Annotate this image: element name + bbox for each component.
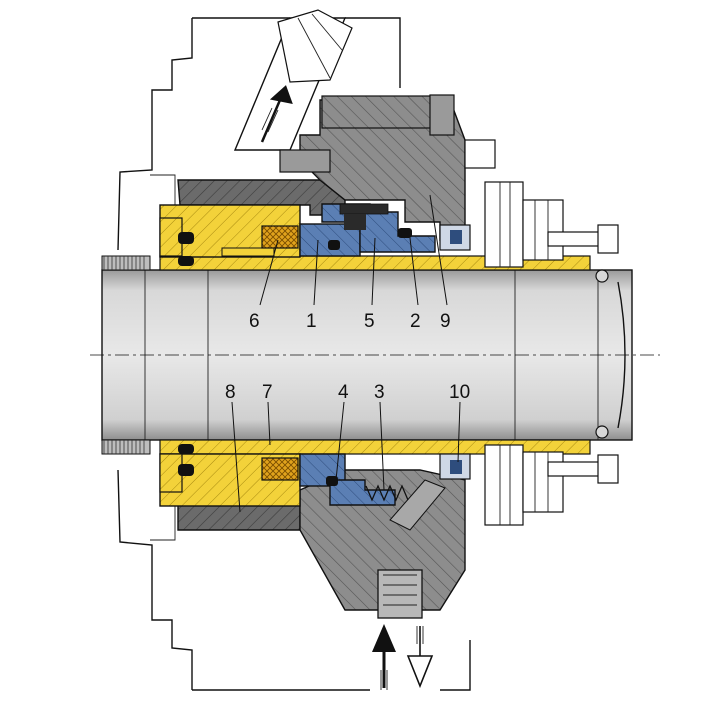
labels-bottom: 8 7 4 3 10 xyxy=(225,382,470,403)
label-2: 2 xyxy=(410,311,421,332)
label-4: 4 xyxy=(338,382,349,403)
label-10: 10 xyxy=(449,382,470,403)
label-1: 1 xyxy=(306,311,317,332)
label-8: 8 xyxy=(225,382,236,403)
outlet-pipe xyxy=(233,9,353,151)
shaft-thread xyxy=(101,255,151,455)
leader-lines xyxy=(231,194,461,513)
seal-rings-top xyxy=(299,203,436,257)
label-5: 5 xyxy=(364,311,375,332)
seal-rings-bottom xyxy=(299,453,396,506)
label-6: 6 xyxy=(249,311,260,332)
label-3: 3 xyxy=(374,382,385,403)
pump-housing-outline xyxy=(117,17,471,691)
label-7: 7 xyxy=(262,382,273,403)
label-9: 9 xyxy=(440,311,451,332)
return-arrow xyxy=(406,626,434,689)
spring xyxy=(365,484,409,502)
packing-ring-top xyxy=(261,225,299,249)
packing-ring-bottom xyxy=(261,457,299,481)
labels-top: 6 1 5 2 9 xyxy=(249,311,451,332)
inlet-arrow xyxy=(372,624,396,690)
shaft-sleeve xyxy=(159,255,609,455)
seal-housing-top xyxy=(177,94,496,241)
bearing-housing-top xyxy=(439,181,619,268)
bearing-housing-bottom xyxy=(439,444,619,526)
shaft xyxy=(90,269,660,441)
outlet-arrow xyxy=(260,85,293,143)
